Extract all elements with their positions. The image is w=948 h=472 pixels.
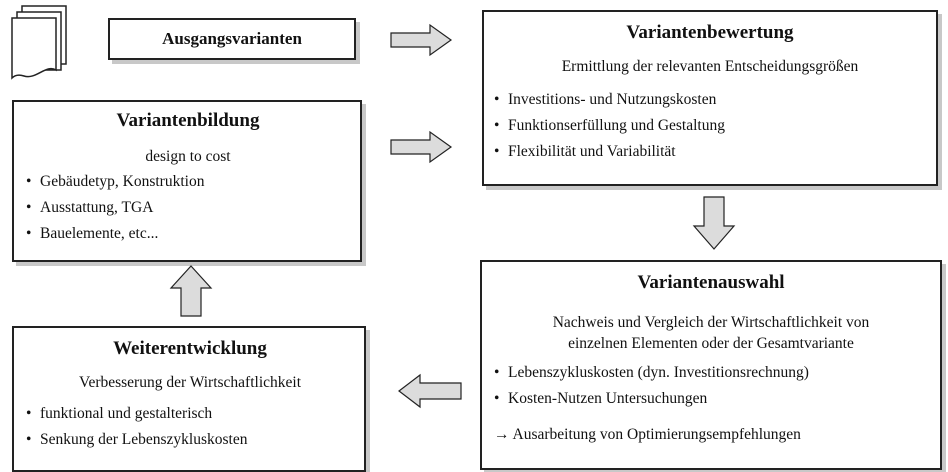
bewertung-title: Variantenbewertung: [626, 22, 794, 43]
start-label: Ausgangsvarianten: [162, 29, 302, 48]
list-item: Lebenszykluskosten (dyn. Investitionsrec…: [494, 360, 928, 386]
list-item: Flexibilität und Variabilität: [494, 139, 926, 165]
list-item: Funktionserfüllung und Gestaltung: [494, 113, 926, 139]
arrow-up-icon: [169, 265, 213, 317]
bildung-box: Variantenbildung design to cost Gebäudet…: [12, 100, 362, 262]
arrow-right-icon: [390, 130, 453, 164]
start-box: Ausgangsvarianten: [108, 18, 356, 60]
bewertung-box: Variantenbewertung Ermittlung der releva…: [482, 10, 938, 186]
weiter-list: funktional und gestalterisch Senkung der…: [26, 401, 354, 453]
auswahl-conclusion: → Ausarbeitung von Optimierungsempfehlun…: [494, 426, 801, 443]
bewertung-list: Investitions- und Nutzungskosten Funktio…: [494, 87, 926, 165]
bildung-list: Gebäudetyp, Konstruktion Ausstattung, TG…: [26, 169, 350, 247]
auswahl-list: Lebenszykluskosten (dyn. Investitionsrec…: [494, 360, 928, 412]
auswahl-subtitle-2: einzelnen Elementen oder der Gesamtvaria…: [568, 335, 854, 352]
bewertung-subtitle: Ermittlung der relevanten Entscheidungsg…: [561, 58, 859, 75]
list-item: Ausstattung, TGA: [26, 195, 350, 221]
weiter-subtitle: Verbesserung der Wirtschaftlichkeit: [78, 374, 302, 391]
weiter-box: Weiterentwicklung Verbesserung der Wirts…: [12, 326, 366, 472]
arrow-left-icon: [398, 373, 462, 409]
list-item: funktional und gestalterisch: [26, 401, 354, 427]
list-item: Gebäudetyp, Konstruktion: [26, 169, 350, 195]
auswahl-title: Variantenauswahl: [637, 272, 785, 293]
auswahl-subtitle-1: Nachweis und Vergleich der Wirtschaftlic…: [552, 314, 870, 331]
auswahl-box: Variantenauswahl Nachweis und Vergleich …: [480, 260, 942, 470]
bildung-title: Variantenbildung: [116, 110, 260, 131]
bildung-subtitle: design to cost: [145, 148, 231, 165]
document-stack-icon: [11, 5, 67, 80]
arrow-down-icon: [692, 196, 736, 250]
list-item: Kosten-Nutzen Untersuchungen: [494, 386, 928, 412]
arrow-right-icon: [390, 23, 453, 57]
list-item: Bauelemente, etc...: [26, 221, 350, 247]
list-item: Senkung der Lebenszykluskosten: [26, 427, 354, 453]
list-item: Investitions- und Nutzungskosten: [494, 87, 926, 113]
weiter-title: Weiterentwicklung: [113, 338, 267, 359]
